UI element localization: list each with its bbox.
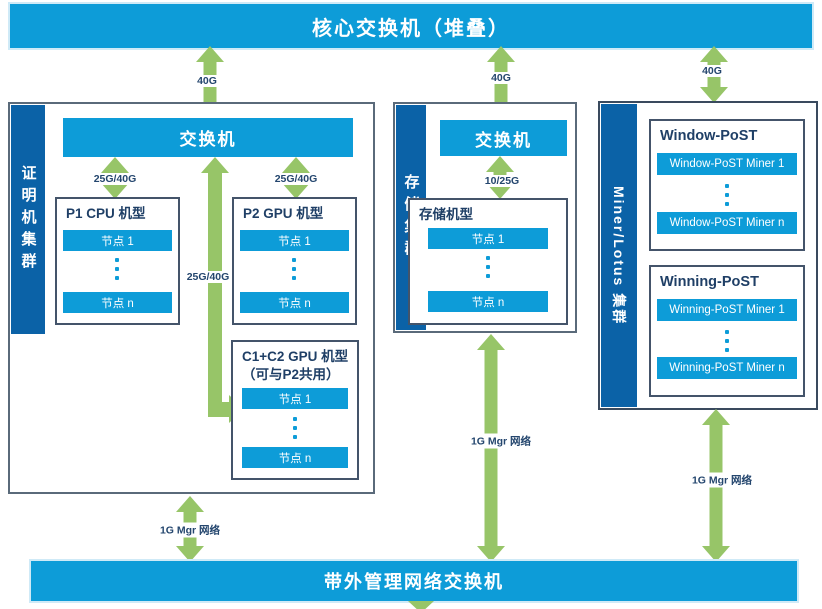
arrowhead-down-icon bbox=[282, 183, 310, 199]
c1c2-node-n: 节点 n bbox=[242, 447, 348, 468]
link-label-25g40g-p2: 25G/40G bbox=[272, 173, 320, 185]
storage-node-n: 节点 n bbox=[428, 291, 548, 312]
proof-cluster-sidebar: 证明机集群 bbox=[11, 105, 45, 334]
ellipsis-dots-icon bbox=[725, 184, 729, 206]
winning-post-miner-1: Winning-PoST Miner 1 bbox=[657, 299, 797, 321]
storage-node-1: 节点 1 bbox=[428, 228, 548, 249]
ellipsis-dots-icon bbox=[486, 256, 490, 278]
storage-machine-title: 存储机型 bbox=[419, 207, 473, 222]
arrowhead-up-icon bbox=[487, 46, 515, 62]
link-label-40g-storage: 40G bbox=[489, 72, 513, 84]
arrowhead-up-icon bbox=[201, 157, 229, 173]
arrow-proof-to-mgmt bbox=[176, 496, 204, 562]
link-label-1g-miner: 1G Mgr 网络 bbox=[689, 472, 755, 488]
arrowhead-up-icon bbox=[700, 46, 728, 62]
arrowhead-up-icon bbox=[282, 157, 310, 173]
ellipsis-dots-icon bbox=[725, 330, 729, 352]
window-post-miner-n: Window-PoST Miner n bbox=[657, 212, 797, 234]
p2-node-1: 节点 1 bbox=[240, 230, 349, 251]
oob-mgmt-switch-label: 带外管理网络交换机 bbox=[324, 572, 504, 592]
p2-node-n: 节点 n bbox=[240, 292, 349, 313]
storage-switch-bar: 交换机 bbox=[440, 120, 567, 156]
link-label-1g-storage: 1G Mgr 网络 bbox=[468, 433, 534, 449]
proof-switch-bar: 交换机 bbox=[63, 118, 353, 157]
arrowhead-down-icon bbox=[486, 183, 514, 199]
arrowhead-up-icon bbox=[477, 334, 505, 350]
ellipsis-dots-icon bbox=[292, 258, 296, 280]
p1-node-1: 节点 1 bbox=[63, 230, 172, 251]
link-label-40g-proof: 40G bbox=[195, 75, 219, 87]
arrowhead-up-icon bbox=[196, 46, 224, 62]
arrowhead-down-icon bbox=[101, 183, 129, 199]
core-switch-bar: 核心交换机（堆叠） bbox=[10, 4, 812, 48]
ellipsis-dots-icon bbox=[115, 258, 119, 280]
arrowhead-down-icon bbox=[176, 546, 204, 562]
p1-node-n: 节点 n bbox=[63, 292, 172, 313]
c1c2-title-line2: （可与P2共用） bbox=[242, 366, 340, 382]
link-label-10-25g: 10/25G bbox=[482, 175, 522, 187]
link-label-40g-miner: 40G bbox=[700, 65, 724, 77]
c1c2-title-line1: C1+C2 GPU 机型 bbox=[242, 349, 349, 364]
c1c2-node-1: 节点 1 bbox=[242, 388, 348, 409]
arrowhead-up-icon bbox=[101, 157, 129, 173]
oob-mgmt-switch-bar: 带外管理网络交换机 bbox=[31, 561, 797, 601]
arrowhead-down-icon bbox=[477, 546, 505, 562]
ellipsis-dots-icon bbox=[293, 417, 297, 439]
p2-gpu-title: P2 GPU 机型 bbox=[243, 206, 324, 221]
window-post-miner-1: Window-PoST Miner 1 bbox=[657, 153, 797, 175]
arrowhead-up-icon bbox=[486, 156, 514, 172]
miner-cluster-sidebar: Miner/Lotus 集群 bbox=[601, 104, 637, 407]
link-label-1g-proof: 1G Mgr 网络 bbox=[157, 522, 223, 538]
arrow-storageswitch-to-box bbox=[486, 156, 514, 199]
arrowhead-down-icon bbox=[702, 546, 730, 562]
winning-post-miner-n: Winning-PoST Miner n bbox=[657, 357, 797, 379]
p1-cpu-title: P1 CPU 机型 bbox=[66, 206, 146, 221]
arrowhead-up-icon bbox=[702, 409, 730, 425]
window-post-title: Window-PoST bbox=[660, 128, 758, 144]
link-label-25g40g-p1: 25G/40G bbox=[91, 173, 139, 185]
arrowhead-down-icon bbox=[408, 601, 434, 609]
arrowhead-down-icon bbox=[700, 87, 728, 103]
link-label-25g40g-c1c2: 25G/40G bbox=[184, 271, 232, 283]
arrowhead-up-icon bbox=[176, 496, 204, 512]
winning-post-title: Winning-PoST bbox=[660, 274, 759, 290]
core-switch-label: 核心交换机（堆叠） bbox=[312, 17, 510, 40]
